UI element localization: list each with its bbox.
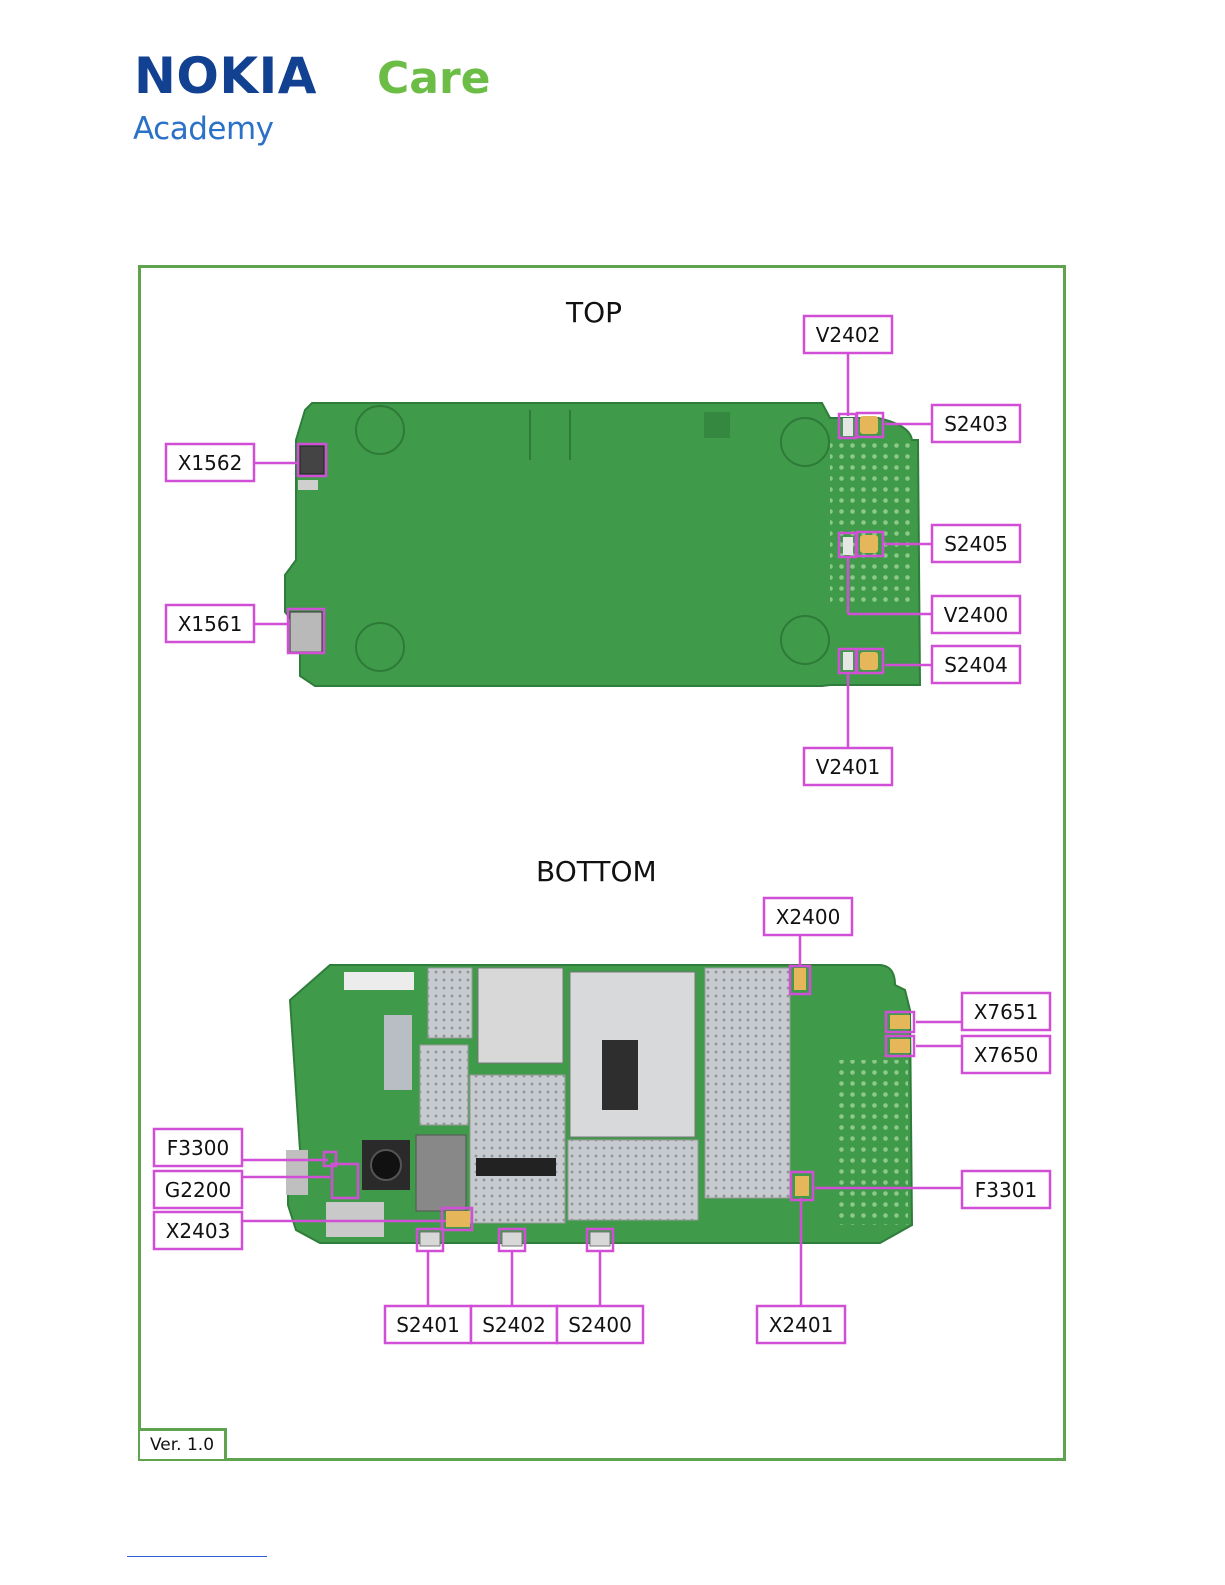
svg-text:F3301: F3301 xyxy=(975,1178,1037,1202)
svg-text:S2404: S2404 xyxy=(944,653,1008,677)
label-f3301: F3301 xyxy=(962,1171,1050,1208)
label-v2400: V2400 xyxy=(932,596,1020,633)
label-x2403: X2403 xyxy=(154,1212,242,1249)
svg-text:V2401: V2401 xyxy=(816,755,881,779)
svg-text:S2400: S2400 xyxy=(568,1313,632,1337)
svg-text:V2400: V2400 xyxy=(944,603,1009,627)
label-x7650: X7650 xyxy=(962,1036,1050,1073)
svg-text:S2403: S2403 xyxy=(944,412,1008,436)
label-x2400: X2400 xyxy=(764,898,852,935)
label-x7651: X7651 xyxy=(962,993,1050,1030)
label-s2400: S2400 xyxy=(557,1306,643,1343)
version-label: Ver. 1.0 xyxy=(140,1428,227,1459)
label-s2402: S2402 xyxy=(471,1306,557,1343)
svg-text:X1561: X1561 xyxy=(178,612,243,636)
svg-text:F3300: F3300 xyxy=(167,1136,229,1160)
svg-text:S2402: S2402 xyxy=(482,1313,546,1337)
label-s2401: S2401 xyxy=(385,1306,471,1343)
svg-text:X7650: X7650 xyxy=(974,1043,1039,1067)
label-x1561: X1561 xyxy=(166,605,254,642)
label-s2405: S2405 xyxy=(932,525,1020,562)
bottom-pcb xyxy=(286,965,912,1246)
svg-text:G2200: G2200 xyxy=(165,1178,231,1202)
footer-rule xyxy=(127,1556,267,1557)
svg-text:V2402: V2402 xyxy=(816,323,881,347)
top-pcb xyxy=(285,403,920,686)
label-s2404: S2404 xyxy=(932,646,1020,683)
svg-text:X7651: X7651 xyxy=(974,1000,1039,1024)
label-x1562: X1562 xyxy=(166,444,254,481)
svg-text:S2401: S2401 xyxy=(396,1313,460,1337)
svg-text:X2403: X2403 xyxy=(166,1219,231,1243)
label-v2401: V2401 xyxy=(804,748,892,785)
svg-text:X2400: X2400 xyxy=(776,905,841,929)
label-g2200: G2200 xyxy=(154,1171,242,1208)
svg-text:S2405: S2405 xyxy=(944,532,1008,556)
svg-text:X1562: X1562 xyxy=(178,451,243,475)
label-s2403: S2403 xyxy=(932,405,1020,442)
label-v2402: V2402 xyxy=(804,316,892,353)
label-f3300: F3300 xyxy=(154,1129,242,1166)
svg-text:X2401: X2401 xyxy=(769,1313,834,1337)
label-x2401: X2401 xyxy=(757,1306,845,1343)
